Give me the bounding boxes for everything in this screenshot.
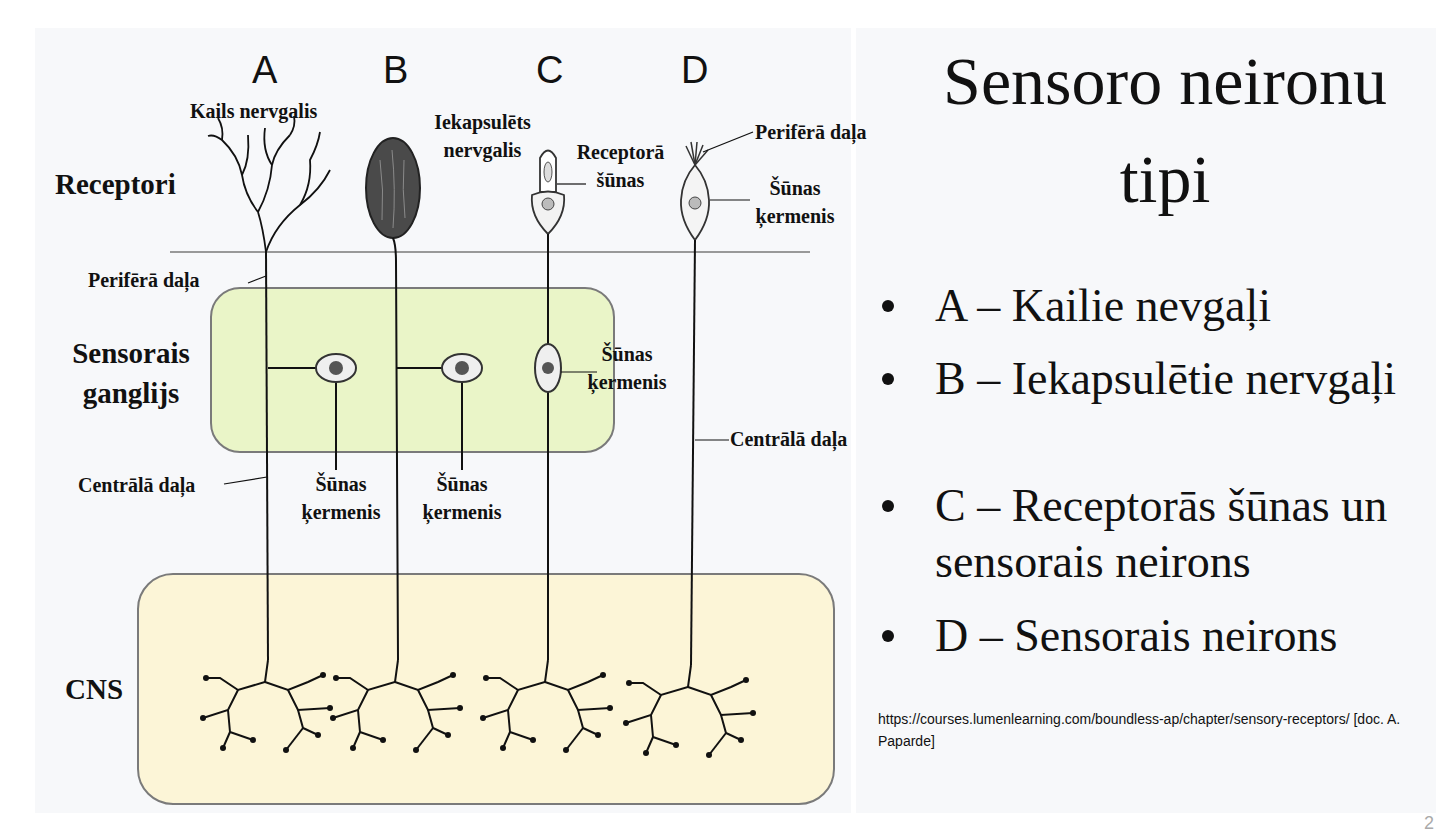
nucleus (542, 362, 554, 374)
receptor-organelle (544, 162, 552, 182)
bullet-item: B – Iekapsulētie nervgaļi (935, 351, 1405, 407)
band-label: Sensorais ganglijs (48, 333, 214, 413)
page-number: 2 (1424, 812, 1434, 834)
neuron-letter: A (252, 48, 277, 92)
neuron-letter: B (383, 48, 408, 92)
axon-terminals (330, 660, 463, 753)
bullet-item: A – Kailie nevgaļi (935, 278, 1405, 334)
neuron-d-axon (691, 240, 695, 665)
neuron-d-body (681, 165, 709, 240)
axon-terminals (623, 665, 756, 758)
neuron-d-hairs (686, 142, 708, 165)
slide-title: Sensoro neironu tipi (915, 32, 1415, 228)
cell-body (535, 344, 561, 392)
receptor-cell-tip (540, 151, 556, 193)
part-label: Perifērā daļa (88, 266, 200, 294)
neuron-letter: C (536, 48, 563, 92)
capsule-texture (380, 150, 405, 228)
nucleus (455, 361, 469, 375)
neuron-a-axon (266, 252, 336, 660)
cell-body (316, 354, 356, 382)
part-label: Receptorā šūnas (558, 138, 683, 194)
bullet-item: D – Sensorais neirons (935, 608, 1405, 664)
part-label: Kails nervgalis (190, 97, 317, 125)
part-label: Iekapsulēts nervgalis (410, 108, 555, 164)
band-label: CNS (65, 671, 123, 707)
part-label: Šūnas ķermenis (568, 340, 686, 396)
cell-body (442, 354, 482, 382)
source-note: https://courses.lumenlearning.com/boundl… (878, 708, 1433, 752)
bullet-item: C – Receptorās šūnas un sensorais neiron… (935, 478, 1405, 590)
axon-terminals (200, 660, 333, 753)
bullet-dots (882, 300, 894, 642)
part-label: Šūnas ķermenis (407, 470, 517, 526)
neuron-c-axon (547, 234, 549, 660)
nucleus (329, 361, 343, 375)
leader-lines (224, 132, 753, 484)
neuron-letter: D (681, 48, 708, 92)
part-label: Centrālā daļa (730, 425, 847, 453)
row-label: Receptori (55, 166, 176, 202)
part-label: Centrālā daļa (78, 471, 195, 499)
capsule (366, 138, 420, 238)
axon-terminals (480, 660, 613, 753)
part-label: Šūnas ķermenis (745, 174, 845, 230)
nucleus (542, 198, 554, 210)
receptor-cell (532, 192, 564, 235)
nucleus (689, 197, 701, 209)
free-nerve-ending (208, 116, 330, 252)
part-label: Perifērā daļa (755, 118, 867, 146)
neuron-b-axon (393, 238, 462, 660)
part-label: Šūnas ķermenis (286, 470, 396, 526)
